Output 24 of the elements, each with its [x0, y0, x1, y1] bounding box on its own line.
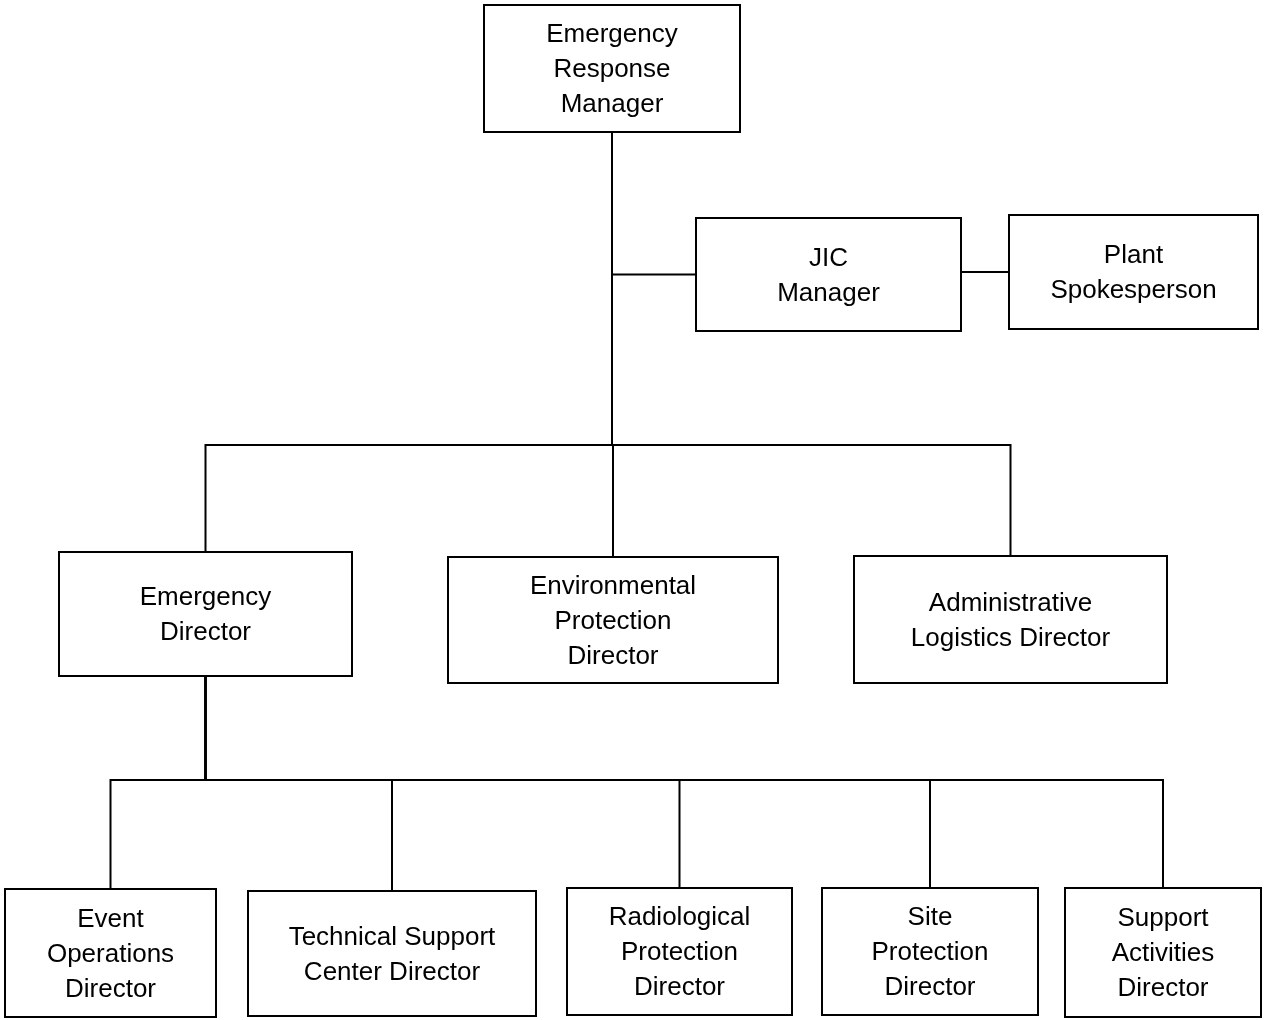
role-title: Radiological Protection Director	[607, 900, 752, 1003]
role-title: Support Activities Director	[1110, 901, 1216, 1004]
connector-line	[204, 676, 1164, 888]
role-title: Site Protection Director	[870, 900, 990, 1003]
role-title: Technical Support Center Director	[287, 919, 497, 988]
org-box	[695, 217, 962, 332]
org-box	[1064, 887, 1262, 1018]
org-box	[853, 555, 1168, 684]
org-box	[58, 551, 353, 677]
connector-line	[961, 271, 1009, 273]
org-box	[566, 887, 793, 1016]
role-title: JIC Manager	[776, 240, 881, 309]
org-box	[483, 4, 741, 133]
role-title: Environmental Protection Director	[528, 568, 698, 672]
role-title: Plant Spokesperson	[1049, 238, 1218, 306]
role-title: Event Operations Director	[45, 901, 176, 1005]
org-box	[4, 888, 217, 1018]
role-title: Emergency Response Manager	[545, 17, 679, 120]
org-box	[447, 556, 779, 684]
org-box	[1008, 214, 1259, 330]
org-box	[821, 887, 1039, 1016]
role-title: Administrative Logistics Director	[910, 585, 1111, 654]
org-box	[247, 890, 537, 1017]
role-title: Emergency Director	[138, 580, 273, 648]
